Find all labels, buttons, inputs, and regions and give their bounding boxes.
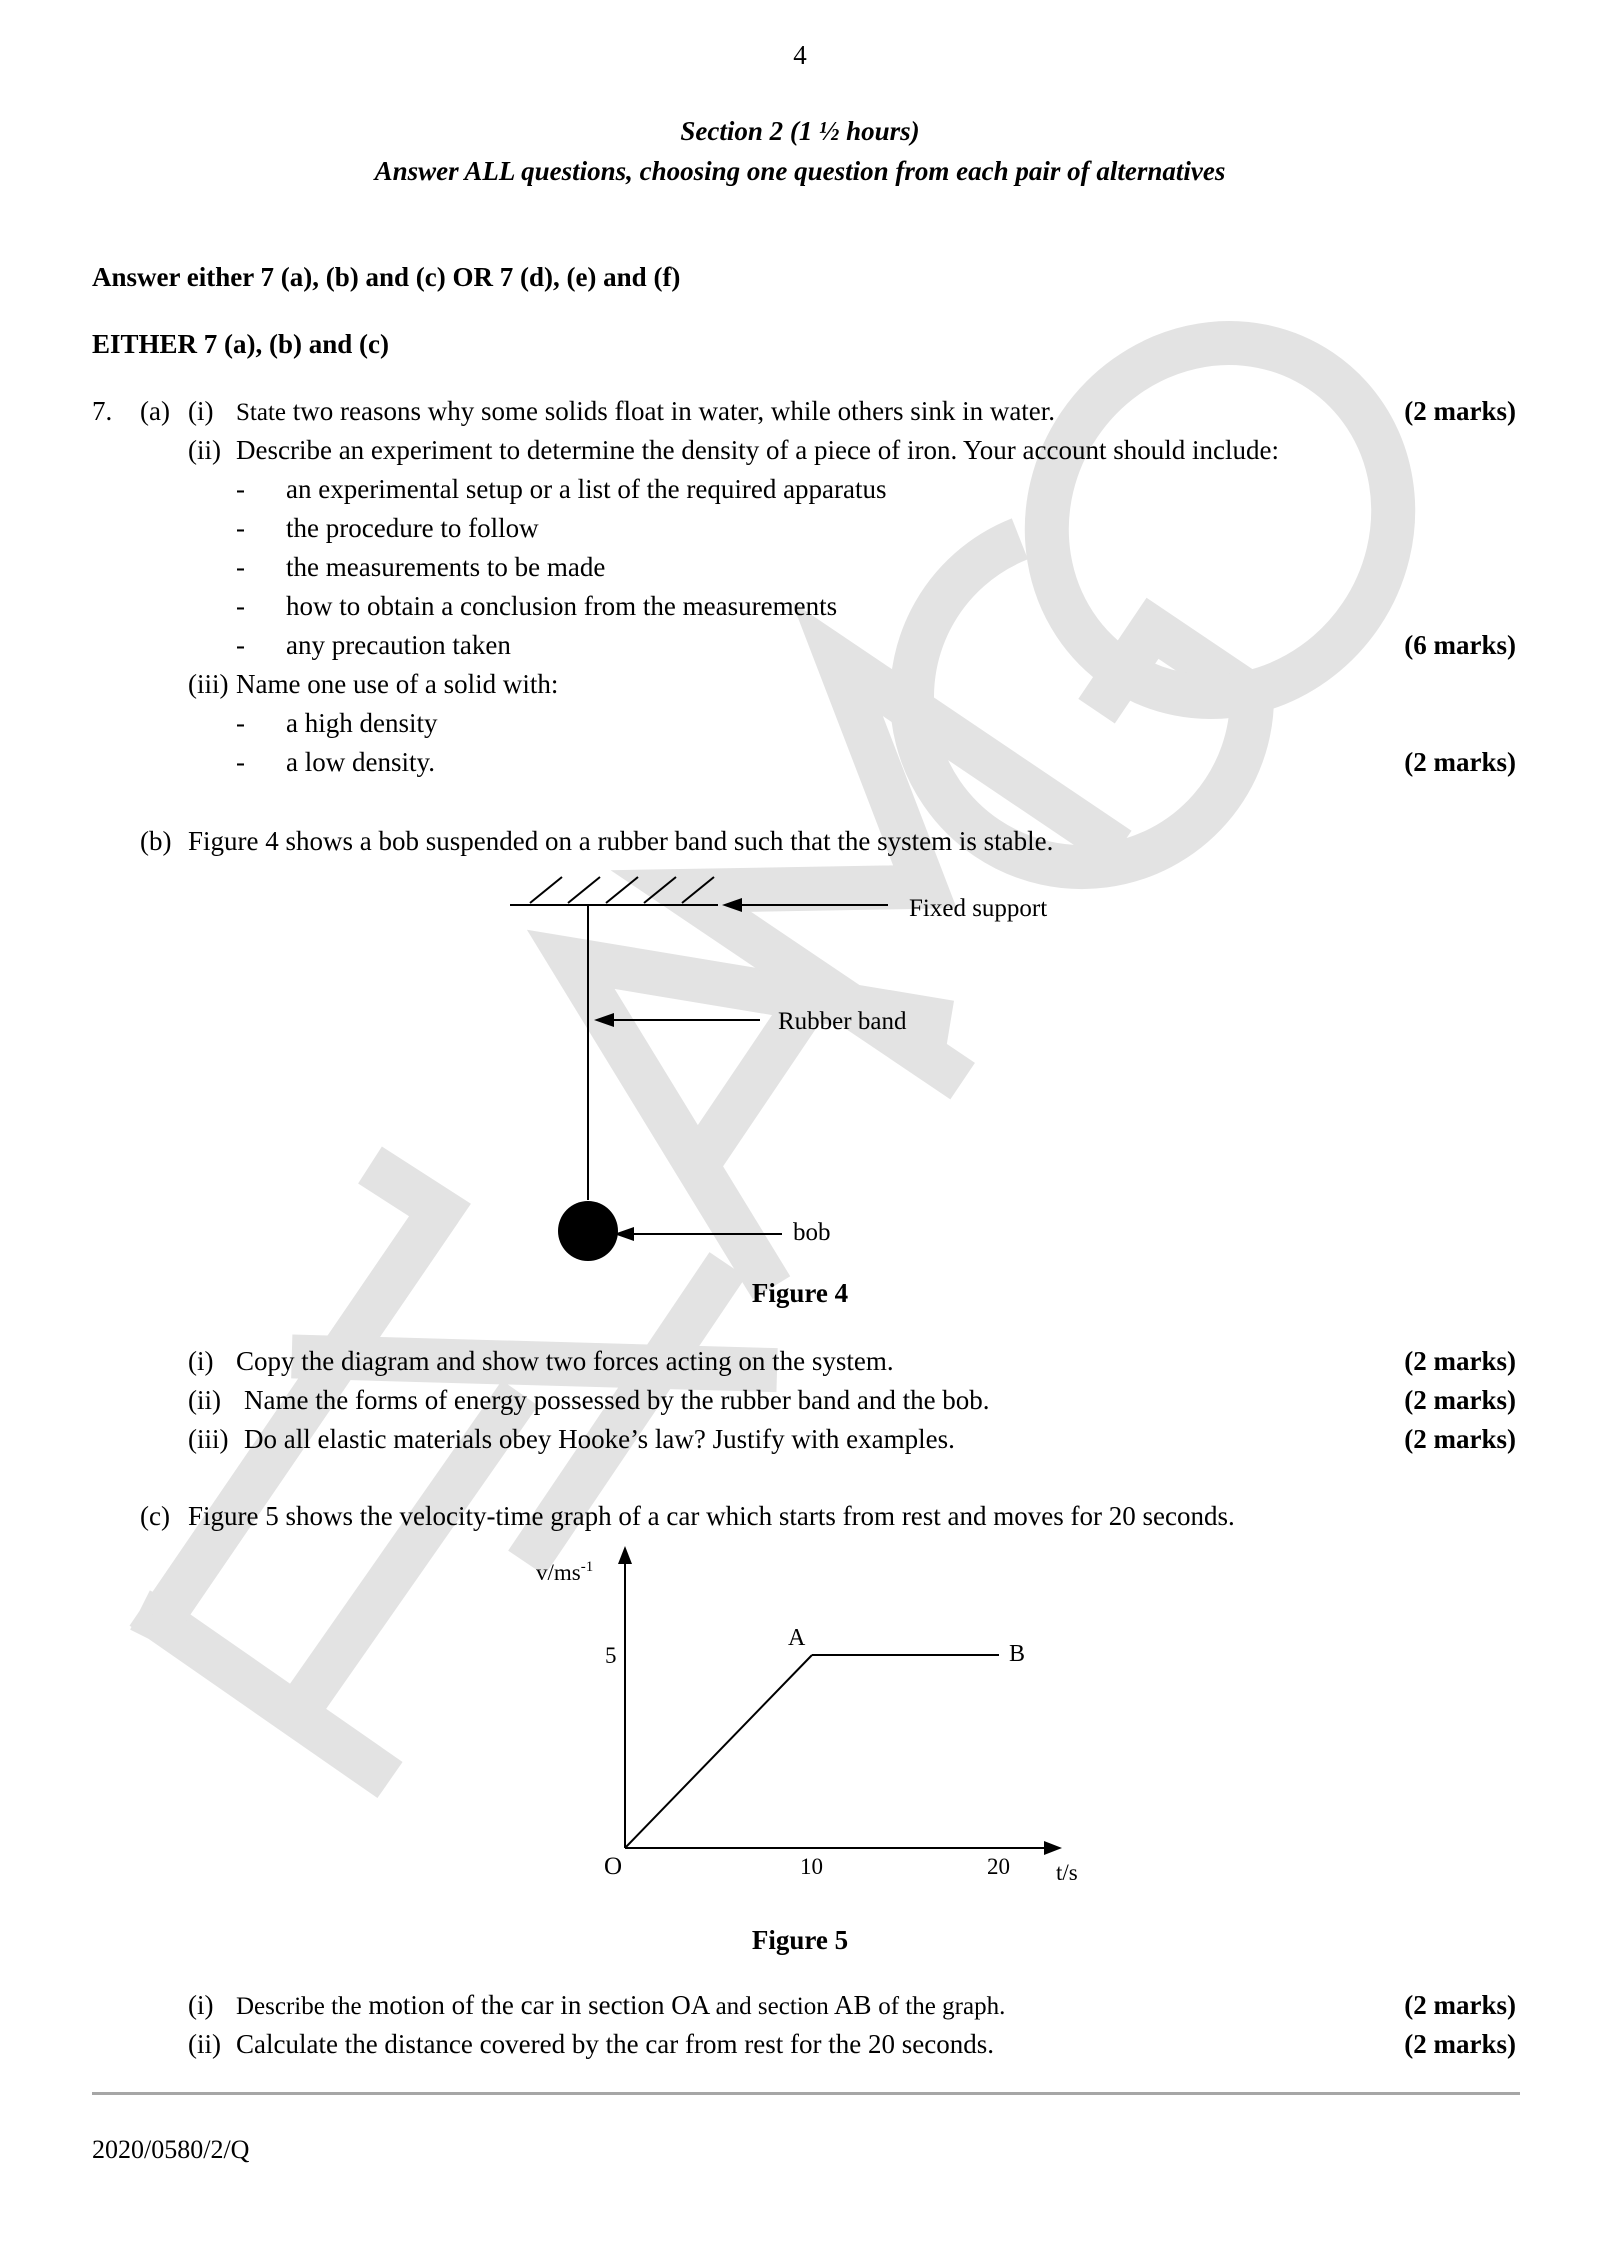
c-i-text: Describe the motion of the car in sectio… bbox=[236, 1990, 1005, 2021]
question-number: 7. bbox=[92, 396, 113, 426]
page-number: 4 bbox=[793, 40, 807, 70]
b-ii-label: (ii) bbox=[188, 1385, 221, 1415]
b-i-label: (i) bbox=[188, 1346, 214, 1376]
c-ii-marks: (2 marks) bbox=[1404, 2029, 1516, 2059]
fixed-support-label: Fixed support bbox=[909, 895, 1048, 922]
point-label-a: A bbox=[788, 1625, 806, 1651]
x-axis-label: t/s bbox=[1056, 1860, 1078, 1885]
a-ii-bullet: the measurements to be made bbox=[286, 552, 606, 582]
a-i-label: (i) bbox=[188, 396, 214, 426]
footer-divider bbox=[92, 2092, 1520, 2095]
c-i-text-part: motion of the car in section OA bbox=[361, 1990, 716, 2020]
graph-segment-oa bbox=[624, 1654, 813, 1849]
b-iii-label: (iii) bbox=[188, 1424, 229, 1454]
y-axis-arrowhead bbox=[618, 1546, 632, 1564]
b-iii-marks: (2 marks) bbox=[1404, 1424, 1516, 1454]
bob bbox=[558, 1201, 618, 1261]
a-ii-bullet: the procedure to follow bbox=[286, 513, 539, 543]
c-i-text-part: AB bbox=[828, 1990, 879, 2020]
a-i-text-body: two reasons why some solids float in wat… bbox=[286, 396, 1056, 426]
part-a-label: (a) bbox=[140, 396, 170, 426]
footer-code: 2020/0580/2/Q bbox=[92, 2135, 250, 2164]
part-c-label: (c) bbox=[140, 1501, 170, 1531]
a-ii-label: (ii) bbox=[188, 435, 221, 465]
either-heading: EITHER 7 (a), (b) and (c) bbox=[92, 329, 390, 359]
a-ii-bullet: any precaution taken bbox=[286, 630, 511, 660]
figure-5-chart: A B 10 20 5 v/ms-1 t/s O bbox=[536, 1546, 1078, 1885]
bullet-dash: - bbox=[236, 552, 245, 582]
bob-label: bob bbox=[793, 1219, 831, 1246]
bullet-dash: - bbox=[236, 747, 245, 777]
y-axis-label: v/ms-1 bbox=[536, 1559, 593, 1585]
c-i-marks: (2 marks) bbox=[1404, 1990, 1516, 2020]
origin-label: O bbox=[604, 1853, 622, 1880]
b-ii-marks: (2 marks) bbox=[1404, 1385, 1516, 1415]
x-tick-label: 10 bbox=[800, 1854, 823, 1879]
x-axis-arrowhead bbox=[1044, 1841, 1062, 1855]
c-i-text-part: of the graph. bbox=[878, 1993, 1006, 2020]
part-b-label: (b) bbox=[140, 826, 172, 856]
a-i-marks: (2 marks) bbox=[1404, 396, 1516, 426]
x-tick-label: 20 bbox=[987, 1854, 1010, 1879]
support-hatch bbox=[643, 876, 677, 904]
a-iii-bullet: a high density bbox=[286, 708, 438, 738]
b-text: Figure 4 shows a bob suspended on a rubb… bbox=[188, 826, 1054, 856]
support-hatch bbox=[529, 876, 563, 904]
support-hatch bbox=[567, 876, 601, 904]
c-ii-label: (ii) bbox=[188, 2029, 221, 2059]
bullet-dash: - bbox=[236, 513, 245, 543]
bullet-dash: - bbox=[236, 708, 245, 738]
point-label-b: B bbox=[1009, 1641, 1025, 1667]
c-i-text-part: Describe the bbox=[236, 1993, 362, 2020]
figure-5-caption: Figure 5 bbox=[751, 1925, 849, 1955]
answer-either-instruction: Answer either 7 (a), (b) and (c) OR 7 (d… bbox=[92, 262, 681, 292]
a-ii-bullet: an experimental setup or a list of the r… bbox=[286, 474, 887, 504]
support-hatch bbox=[681, 876, 715, 904]
support-hatch bbox=[605, 876, 639, 904]
section-instruction: Answer ALL questions, choosing one quest… bbox=[374, 156, 1226, 186]
figure-4-caption: Figure 4 bbox=[751, 1278, 849, 1308]
arrowhead bbox=[722, 898, 742, 912]
b-i-marks: (2 marks) bbox=[1404, 1346, 1516, 1376]
bullet-dash: - bbox=[236, 630, 245, 660]
a-i-text-lead: State bbox=[236, 399, 286, 426]
c-i-label: (i) bbox=[188, 1990, 214, 2020]
c-text: Figure 5 shows the velocity-time graph o… bbox=[188, 1501, 1235, 1531]
a-iii-marks: (2 marks) bbox=[1404, 747, 1516, 777]
b-ii-text: Name the forms of energy possessed by th… bbox=[244, 1385, 990, 1415]
b-i-text: Copy the diagram and show two forces act… bbox=[236, 1346, 894, 1376]
a-iii-label: (iii) bbox=[188, 669, 229, 699]
a-iii-bullet: a low density. bbox=[286, 747, 435, 777]
a-ii-text: Describe an experiment to determine the … bbox=[236, 435, 1279, 465]
arrowhead bbox=[614, 1227, 634, 1241]
section-title: Section 2 (1 ½ hours) bbox=[680, 116, 920, 146]
bullet-dash: - bbox=[236, 474, 245, 504]
a-ii-bullet: how to obtain a conclusion from the meas… bbox=[286, 591, 838, 621]
figure-4-diagram bbox=[510, 876, 888, 1261]
y-tick-label: 5 bbox=[605, 1643, 617, 1668]
b-iii-text: Do all elastic materials obey Hooke’s la… bbox=[244, 1424, 955, 1454]
c-i-text-part: and section bbox=[715, 1993, 829, 2020]
a-i-text: State two reasons why some solids float … bbox=[236, 396, 1055, 427]
a-ii-marks: (6 marks) bbox=[1404, 630, 1516, 660]
rubber-band-label: Rubber band bbox=[778, 1008, 907, 1035]
bullet-dash: - bbox=[236, 591, 245, 621]
arrowhead bbox=[594, 1013, 614, 1027]
a-iii-text: Name one use of a solid with: bbox=[236, 669, 559, 699]
c-ii-text: Calculate the distance covered by the ca… bbox=[236, 2029, 994, 2059]
